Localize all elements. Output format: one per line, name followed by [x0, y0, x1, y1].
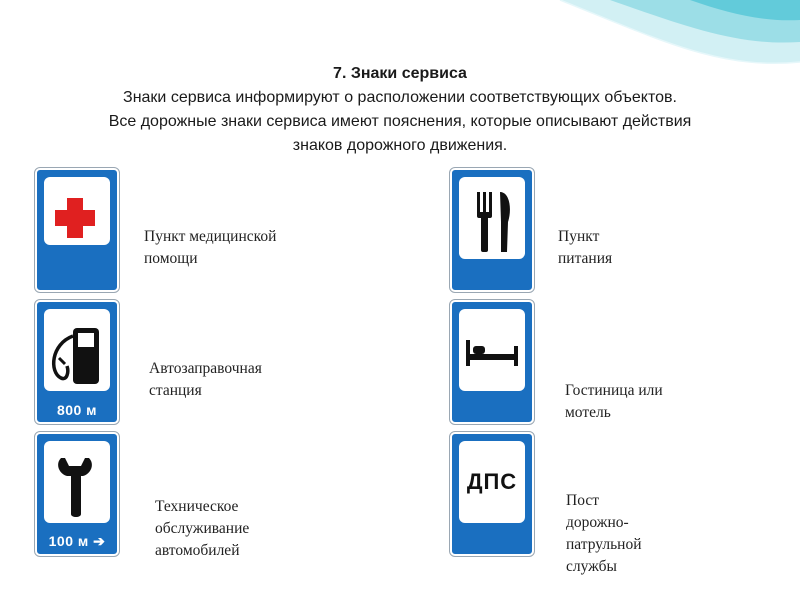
medical-aid-sign: [34, 167, 120, 293]
distance-plate: 100 м: [48, 533, 89, 549]
food-sign: [449, 167, 535, 293]
bed-icon: [466, 340, 518, 366]
distance-plate-arrow: 100 м ➔: [37, 533, 117, 550]
intro-line-2: Все дорожные знаки сервиса имеют пояснен…: [108, 113, 692, 130]
dps-text-icon: ДПС: [466, 469, 518, 494]
distance-plate: 800 м: [56, 402, 98, 418]
fuel-station-sign: 800 м: [34, 299, 120, 425]
fuel-pump-icon: [52, 328, 99, 384]
technical-service-sign: 100 м ➔: [34, 431, 120, 557]
hotel-sign: [449, 299, 535, 425]
police-post-sign: ДПС: [449, 431, 535, 557]
technical-service-label: Техническое обслуживание автомобилей: [155, 498, 250, 559]
medical-aid-label: Пункт медицинской помощи: [144, 228, 277, 267]
fuel-station-label: Автозаправочная станция: [149, 360, 262, 399]
page-title: 7. Знаки сервиса: [333, 65, 467, 82]
hotel-label: Гостиница или мотель: [565, 382, 663, 421]
wrench-icon: [58, 458, 92, 517]
fork-knife-icon: [477, 192, 510, 252]
food-label: Пункт питания: [558, 228, 613, 267]
red-cross-icon: [55, 198, 95, 238]
arrow-right-icon: ➔: [93, 533, 106, 549]
heading: 7. Знаки сервиса Знаки сервиса информиру…: [0, 62, 800, 158]
intro-line-3: знаков дорожного движения.: [292, 137, 508, 154]
intro-line-1: Знаки сервиса информируют о расположении…: [123, 89, 677, 106]
police-post-label: Пост дорожно- патрульной службы: [566, 492, 642, 575]
